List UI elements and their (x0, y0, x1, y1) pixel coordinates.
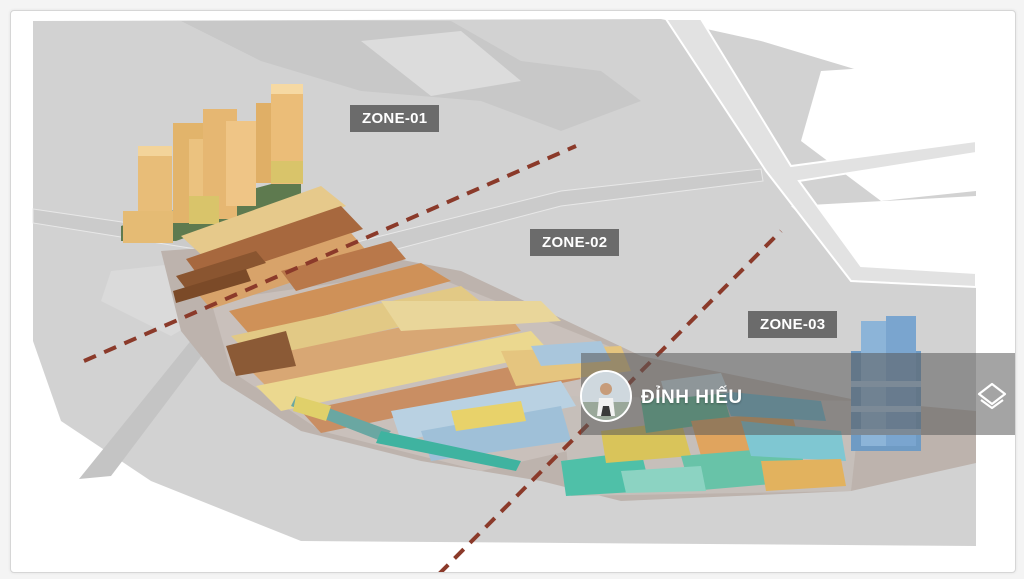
zone-label-01: ZONE-01 (350, 105, 440, 132)
boundary-line-1 (83, 144, 577, 363)
watermark-bar (581, 353, 1015, 435)
zone-02-townhouses (226, 263, 631, 471)
zone-label-02: ZONE-02 (530, 229, 620, 256)
image-frame (10, 10, 1016, 573)
watermark-name: ĐỈNH HIẾU (641, 387, 743, 408)
person-photo-icon (580, 370, 632, 422)
masterplan-map (31, 18, 977, 572)
highway-road (664, 18, 977, 289)
zone-label-03: ZONE-03 (748, 311, 838, 338)
stacked-layers-icon (975, 380, 1009, 414)
zone-01-towers (121, 84, 303, 243)
zone-01-townhouses (173, 186, 406, 309)
